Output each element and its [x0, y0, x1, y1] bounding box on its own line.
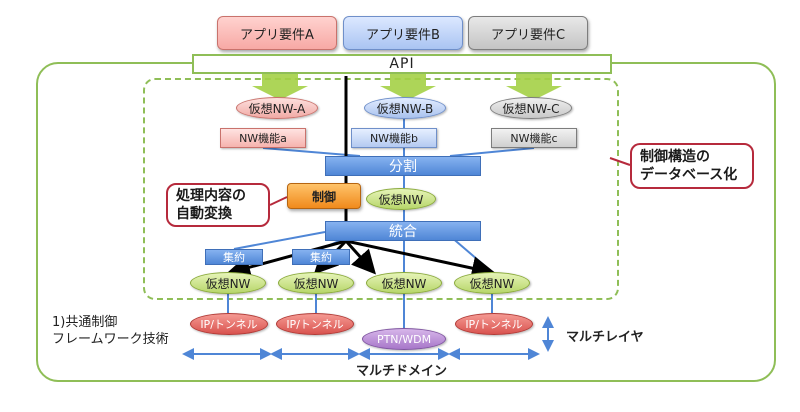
nw-function-a: NW機能a	[220, 128, 306, 148]
multilayer-label: マルチレイヤ	[566, 330, 644, 345]
common-control-framework-label: 1)共通制御 フレームワーク技術	[52, 315, 169, 347]
api-bar: API	[192, 54, 612, 74]
multidomain-label: マルチドメイン	[356, 364, 448, 379]
virtual-nw-bottom-1: 仮想NW	[190, 272, 266, 294]
aggregation-box-1: 集約	[205, 249, 263, 265]
virtual-nw-bottom-4: 仮想NW	[454, 272, 530, 294]
virtual-nw-bottom-3: 仮想NW	[366, 272, 442, 294]
virtual-nw-b: 仮想NW-B	[364, 97, 446, 119]
ip-tunnel-3: IP/トンネル	[455, 313, 533, 335]
virtual-nw-bottom-2: 仮想NW	[278, 272, 354, 294]
ptn-wdm: PTN/WDM	[362, 328, 446, 350]
ip-tunnel-2: IP/トンネル	[276, 313, 354, 335]
callout-pointers	[269, 157, 631, 206]
nw-function-c: NW機能c	[491, 128, 577, 148]
virtual-nw-c: 仮想NW-C	[490, 97, 572, 119]
ip-tunnel-1: IP/トンネル	[190, 313, 268, 335]
app-requirement-c: アプリ要件C	[468, 16, 588, 50]
split-bar: 分割	[325, 156, 481, 176]
aggregation-box-2: 集約	[292, 249, 350, 265]
virtual-nw-middle: 仮想NW	[366, 188, 436, 210]
nw-function-b: NW機能b	[351, 128, 437, 148]
control-box: 制御	[287, 183, 361, 209]
control-structure-database-callout: 制御構造の データベース化	[630, 143, 754, 189]
api-down-arrows	[252, 74, 562, 100]
green-arrow-a	[252, 74, 308, 100]
app-requirement-a: アプリ要件A	[217, 16, 337, 50]
green-arrow-c	[506, 74, 562, 100]
processing-auto-conversion-callout: 処理内容の 自動変換	[166, 183, 270, 227]
green-arrow-b	[380, 74, 436, 100]
integration-bar: 統合	[325, 221, 481, 241]
app-requirement-b: アプリ要件B	[343, 16, 463, 50]
control-structure-database-frame	[143, 78, 619, 300]
virtual-nw-a: 仮想NW-A	[236, 97, 318, 119]
